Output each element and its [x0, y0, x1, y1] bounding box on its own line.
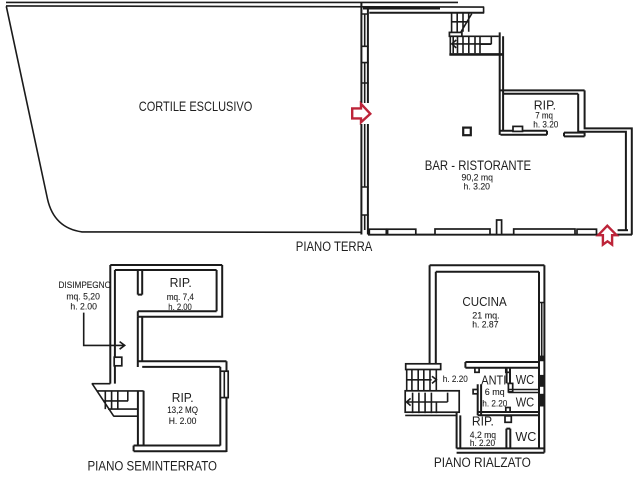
svg-text:RIP.: RIP.: [172, 391, 194, 405]
svg-text:ANTI.: ANTI.: [481, 373, 509, 387]
svg-text:PIANO RIALZATO: PIANO RIALZATO: [434, 455, 531, 470]
svg-text:WC: WC: [515, 429, 536, 444]
svg-text:mq. 7,4: mq. 7,4: [167, 292, 194, 302]
svg-text:WC: WC: [516, 395, 535, 409]
svg-text:BAR - RISTORANTE: BAR - RISTORANTE: [425, 158, 531, 173]
svg-text:PIANO TERRA: PIANO TERRA: [296, 239, 373, 254]
svg-text:RIP.: RIP.: [170, 276, 192, 290]
svg-text:7 mq: 7 mq: [535, 111, 553, 121]
svg-text:CORTILE ESCLUSIVO: CORTILE ESCLUSIVO: [139, 99, 253, 114]
svg-text:13,2 MQ: 13,2 MQ: [167, 405, 198, 415]
svg-text:h. 2.87: h. 2.87: [472, 320, 498, 330]
svg-text:h. 2.20: h. 2.20: [470, 438, 495, 448]
svg-text:PIANO SEMINTERRATO: PIANO SEMINTERRATO: [88, 458, 218, 473]
svg-text:h. 3.20: h. 3.20: [533, 119, 558, 129]
svg-text:RIP.: RIP.: [472, 414, 494, 428]
svg-text:90,2 mq: 90,2 mq: [462, 172, 494, 182]
svg-text:CUCINA: CUCINA: [462, 295, 507, 309]
svg-text:21 mq.: 21 mq.: [472, 311, 500, 321]
svg-text:4,2 mq: 4,2 mq: [470, 430, 496, 440]
svg-text:DISIMPEGNO: DISIMPEGNO: [59, 280, 112, 290]
svg-text:h. 3.20: h. 3.20: [464, 181, 491, 191]
svg-text:RIP.: RIP.: [534, 98, 556, 112]
svg-text:WC: WC: [516, 373, 535, 387]
svg-text:h. 2.00: h. 2.00: [70, 302, 97, 312]
svg-text:h. 2.00: h. 2.00: [168, 302, 192, 312]
svg-text:mq. 5,20: mq. 5,20: [66, 292, 100, 302]
svg-text:h. 2.20: h. 2.20: [482, 399, 507, 409]
svg-text:h. 2.20: h. 2.20: [443, 374, 468, 384]
svg-text:6 mq: 6 mq: [485, 387, 505, 397]
svg-text:H. 2.00: H. 2.00: [169, 416, 197, 426]
